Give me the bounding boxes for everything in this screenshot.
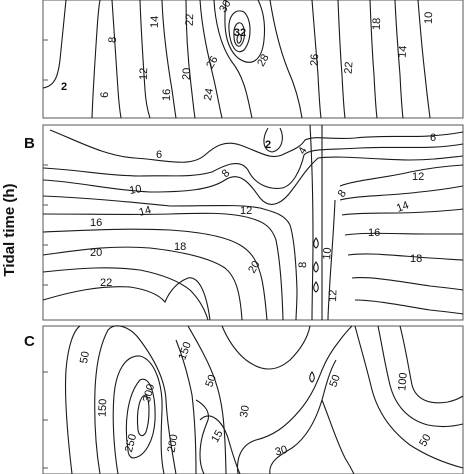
contour-label: 24 bbox=[202, 87, 216, 101]
contour-label: 50 bbox=[327, 373, 342, 389]
panel-c-labels: 50 150 300 150 50 30 50 100 250 200 15 3… bbox=[78, 340, 434, 458]
contour-label: 4 bbox=[296, 145, 309, 156]
contour-label: 26 bbox=[204, 54, 221, 71]
contour-label: 22 bbox=[343, 61, 356, 74]
contour-label: 12 bbox=[412, 171, 424, 183]
contour-label: 8 bbox=[336, 188, 349, 200]
contour-label: 20 bbox=[90, 247, 102, 259]
contour-label: 14 bbox=[138, 204, 153, 219]
contour-label: 6 bbox=[156, 149, 162, 161]
contour-label: 10 bbox=[321, 247, 334, 260]
contour-label: 15 bbox=[209, 428, 226, 445]
contour-label: 250 bbox=[123, 433, 139, 454]
contour-label: 28 bbox=[255, 52, 272, 69]
contour-label: 16 bbox=[161, 89, 173, 102]
contour-label: 18 bbox=[174, 241, 186, 253]
contour-label: 32 bbox=[234, 27, 246, 39]
contour-label: 8 bbox=[107, 37, 119, 44]
contour-label: 14 bbox=[397, 45, 410, 58]
contour-label: 18 bbox=[410, 253, 422, 265]
contour-label: 22 bbox=[184, 14, 196, 27]
panel-b: B bbox=[24, 124, 464, 321]
contour-label: 300 bbox=[141, 383, 157, 404]
contour-label: 2 bbox=[265, 139, 271, 151]
panel-b-labels: 6 2 4 6 8 10 12 14 8 12 14 16 10 16 18 2… bbox=[90, 132, 436, 302]
contour-label: 10 bbox=[128, 183, 142, 197]
contour-label: 12 bbox=[327, 289, 339, 302]
contour-label: 30 bbox=[238, 404, 252, 418]
panel-c: C 50 150 300 150 bbox=[24, 325, 464, 474]
panel-a-labels: 14 22 30 18 10 8 12 20 26 32 26 22 14 2 … bbox=[61, 0, 435, 102]
contour-label: 50 bbox=[203, 373, 218, 389]
y-axis-label: Tidal time (h) bbox=[1, 183, 18, 276]
contour-label: 20 bbox=[181, 68, 193, 81]
panel-b-frame bbox=[42, 124, 464, 321]
contour-label: 50 bbox=[417, 432, 434, 449]
contour-label: 2 bbox=[61, 81, 67, 93]
contour-label: 150 bbox=[97, 399, 110, 418]
panel-a-contours bbox=[42, 0, 431, 119]
panel-b-letter: B bbox=[24, 135, 35, 152]
panel-c-contours bbox=[64, 325, 464, 474]
contour-label: 14 bbox=[395, 199, 411, 214]
contour-label: 8 bbox=[297, 262, 309, 269]
contour-label: 22 bbox=[100, 277, 112, 289]
contour-label: 14 bbox=[149, 16, 161, 29]
contour-label: 150 bbox=[176, 340, 194, 361]
contour-label: 16 bbox=[368, 227, 380, 239]
contour-label: 100 bbox=[396, 372, 410, 391]
contour-label: 16 bbox=[90, 217, 102, 229]
contour-label: 30 bbox=[217, 0, 234, 15]
panel-a-frame bbox=[42, 0, 464, 119]
contour-label: 18 bbox=[371, 18, 383, 31]
contour-label: 12 bbox=[138, 68, 150, 81]
contour-label: 8 bbox=[220, 167, 233, 180]
contour-label: 6 bbox=[99, 92, 111, 99]
contour-label: 30 bbox=[274, 444, 289, 459]
panel-a: 14 22 30 18 10 8 12 20 26 32 26 22 14 2 … bbox=[42, 0, 464, 119]
contour-label: 50 bbox=[78, 350, 92, 364]
panel-b-contours bbox=[42, 124, 464, 321]
contour-label: 10 bbox=[423, 12, 435, 25]
panel-c-frame bbox=[42, 325, 464, 474]
contour-label: 200 bbox=[166, 433, 181, 453]
panel-c-letter: C bbox=[24, 333, 35, 350]
contour-label: 26 bbox=[309, 54, 321, 67]
contour-label: 12 bbox=[240, 205, 252, 217]
contour-label: 6 bbox=[430, 132, 436, 144]
contour-label: 20 bbox=[246, 259, 263, 276]
